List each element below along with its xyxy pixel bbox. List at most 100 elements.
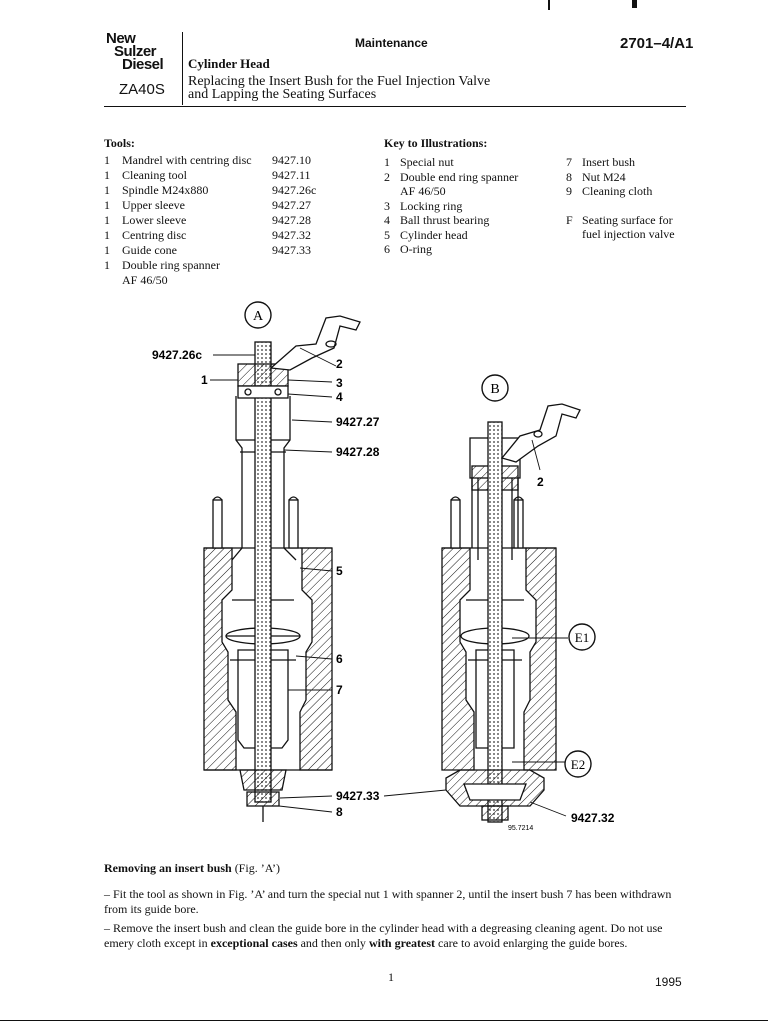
callout-label: E1 — [575, 630, 589, 645]
engine-model: ZA40S — [119, 81, 165, 98]
key-item: 8 Nut M24 — [566, 170, 696, 185]
tool-item-extra: AF 46/50 — [104, 273, 374, 288]
logo-line: New — [106, 30, 136, 47]
heading-rest: (Fig. ’A’) — [231, 861, 281, 875]
page-subtitle: Replacing the Insert Bush for the Fuel I… — [188, 75, 528, 102]
key-item: 6 O-ring — [384, 242, 564, 257]
text-run-bold: exceptional cases — [210, 935, 298, 950]
tool-qty: 1 — [104, 243, 110, 257]
key-text: Insert bush — [582, 155, 635, 169]
key-id: 5 — [384, 227, 390, 242]
figure-a-label: A — [253, 309, 264, 324]
key-id: 8 — [566, 169, 572, 184]
key-item: fuel injection valve — [566, 227, 696, 242]
tools-heading: Tools: — [104, 136, 135, 150]
tool-qty: 1 — [104, 153, 110, 167]
key-id: 9 — [566, 184, 572, 198]
key-text: AF 46/50 — [400, 184, 446, 198]
key-list-left: 1 Special nut 2 Double end ring spanner AF… — [384, 155, 564, 257]
key-text: Ball thrust bearing — [400, 213, 490, 227]
text-run: – Remove the insert bush and clean the g… — [104, 921, 663, 950]
nut-m24 — [246, 791, 280, 807]
key-item: 2 Double end ring spanner — [384, 170, 564, 185]
upper-sleeve — [231, 396, 297, 561]
key-text: O-ring — [400, 242, 432, 256]
key-text: Seating surface for — [582, 212, 673, 227]
stud — [212, 499, 223, 549]
callout-label: 5 — [336, 564, 343, 578]
key-id: 2 — [384, 169, 390, 184]
stud — [450, 499, 461, 549]
logo-line: Diesel — [122, 56, 164, 73]
figure-a — [203, 301, 361, 822]
tool-item: 1 Cleaning tool 9427.11 — [104, 168, 374, 183]
logo-line: Sulzer — [114, 43, 157, 60]
tool-qty: 1 — [104, 168, 110, 182]
tool-name: Cleaning tool — [122, 168, 187, 182]
key-id: F — [566, 212, 573, 227]
callout-label: 2 — [336, 357, 343, 371]
scan-mark — [632, 0, 637, 8]
tool-qty: 1 — [104, 213, 110, 227]
figure-b — [383, 374, 596, 823]
tool-item: 1 Upper sleeve 9427.27 — [104, 198, 374, 213]
tool-number: 9427.27 — [272, 198, 311, 212]
scan-mark — [548, 0, 550, 10]
cylinder-head-right — [523, 547, 557, 771]
spanner — [500, 403, 581, 463]
tool-number: 9427.28 — [272, 213, 311, 227]
key-item: AF 46/50 — [384, 184, 564, 199]
nut-m24 — [481, 805, 509, 821]
key-id: 3 — [384, 198, 390, 213]
tool-name: AF 46/50 — [122, 273, 168, 287]
key-item: 5 Cylinder head — [384, 228, 564, 243]
key-text: Cylinder head — [400, 227, 468, 242]
key-item: 9 Cleaning cloth — [566, 184, 696, 199]
tool-qty: 1 — [104, 198, 110, 212]
callout-label: 6 — [336, 652, 343, 666]
tool-name: Centring disc — [122, 228, 187, 242]
callout-label: 8 — [336, 805, 343, 819]
figure-b-label: B — [490, 382, 499, 397]
spindle — [254, 341, 272, 803]
callout-label: 9427.27 — [336, 415, 380, 429]
key-text: Special nut — [400, 155, 454, 169]
callout-label: 7 — [336, 683, 343, 697]
e1-marker — [568, 623, 596, 651]
tool-number: 9427.10 — [272, 153, 311, 167]
heading-bold: Removing an insert bush — [104, 861, 232, 875]
key-text: Nut M24 — [582, 169, 626, 184]
callout-label: 4 — [336, 390, 343, 404]
spindle — [487, 421, 503, 823]
tool-qty: 1 — [104, 258, 110, 272]
e2-marker — [564, 750, 592, 778]
key-text: Double end ring spanner — [400, 169, 519, 184]
header-divider — [182, 32, 183, 105]
text-run-bold: with greatest — [368, 935, 436, 950]
tool-number: 9427.11 — [272, 168, 311, 182]
tool-number: 9427.33 — [272, 243, 311, 257]
text-run: and then only — [297, 935, 369, 950]
key-id: 1 — [384, 155, 390, 169]
document-number: 2701–4/A1 — [620, 35, 694, 52]
spanner — [269, 315, 361, 371]
key-id: 6 — [384, 242, 390, 256]
subtitle-line: and Lapping the Seating Surfaces — [188, 87, 377, 102]
key-text: Cleaning cloth — [582, 184, 653, 198]
cylinder-head-right — [299, 547, 333, 771]
instruction-paragraph: – Remove the insert bush and clean the g… — [104, 921, 690, 950]
tool-name: Upper sleeve — [122, 198, 185, 212]
key-item: 1 Special nut — [384, 155, 564, 170]
stud — [288, 499, 299, 549]
page-number: 1 — [388, 970, 394, 984]
